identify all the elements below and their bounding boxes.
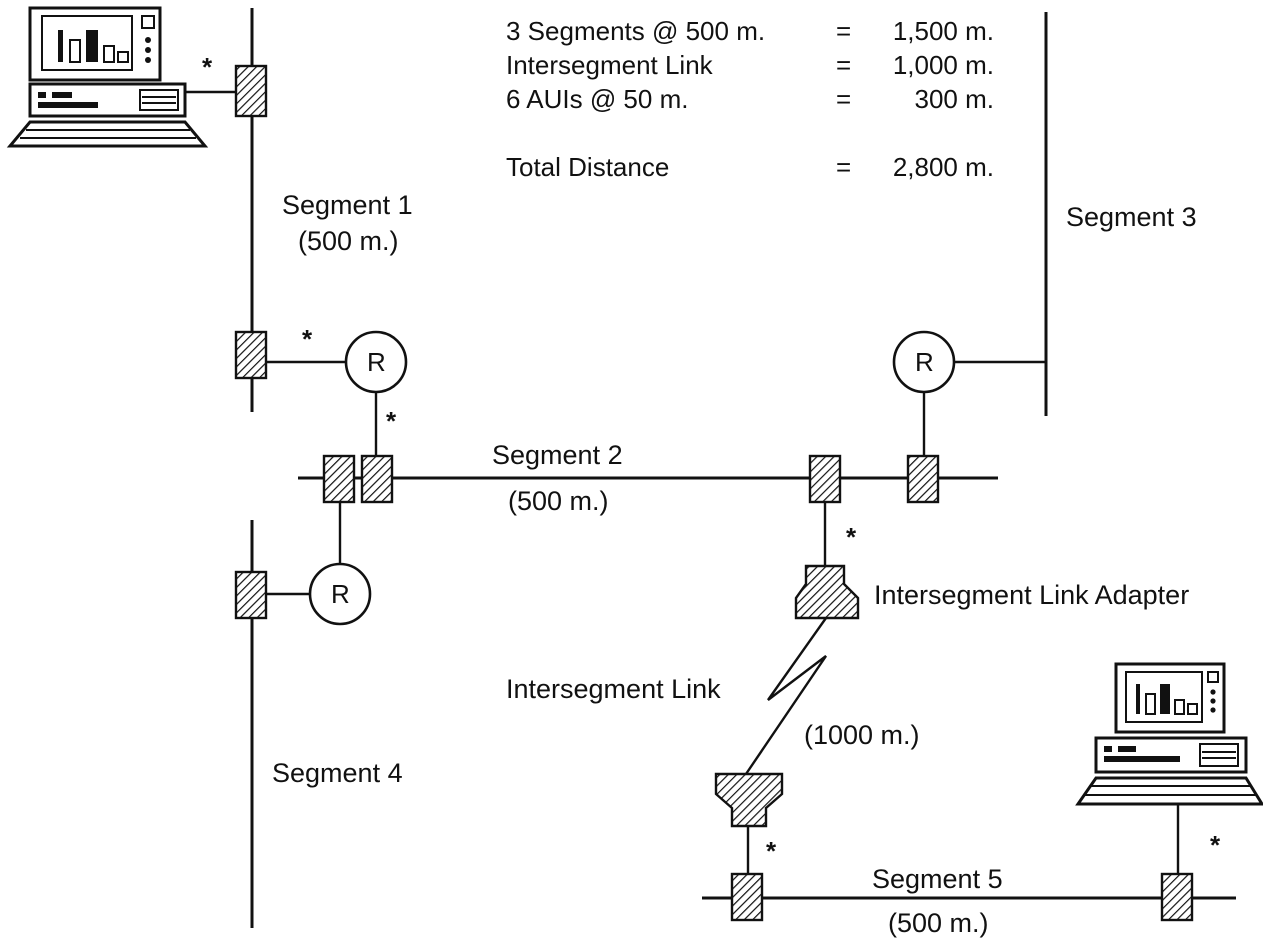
calc-total-label: Total Distance [506,152,669,182]
intersegment-link-label: Intersegment Link [506,674,721,704]
segment-5-label: Segment 5 [872,864,1003,894]
calc-row-value: 1,000 m. [893,50,994,80]
link-adapter-label: Intersegment Link Adapter [874,580,1189,610]
intersegment-link-line [745,617,827,775]
calc-row-value: 300 m. [915,84,995,114]
transceiver-icon [234,330,268,380]
intersegment-link-length: (1000 m.) [804,720,920,750]
calc-row-label: Intersegment Link [506,50,714,80]
repeater-label: R [915,347,934,377]
calc-row-eq: = [836,50,851,80]
aui-marker: * [766,836,777,866]
computer-icon [6,6,209,148]
aui-marker: * [302,324,313,354]
segment-1-length: (500 m.) [298,226,399,256]
segment-2-label: Segment 2 [492,440,623,470]
aui-marker: * [386,406,397,436]
segment-1-label: Segment 1 [282,190,413,220]
aui-marker: * [846,522,857,552]
transceiver-icon [1160,872,1194,922]
transceiver-icon [906,454,940,504]
link-adapter-icon [714,772,784,828]
calc-row-eq: = [836,84,851,114]
repeater-icon: R [344,330,408,394]
link-adapter-icon [794,564,860,620]
transceiver-icon [730,872,764,922]
calc-row-eq: = [836,16,851,46]
repeater-icon: R [308,562,372,626]
aui-marker: * [1210,830,1221,860]
aui-marker: * [202,52,213,82]
segment-5-length: (500 m.) [888,908,989,938]
segment-2-length: (500 m.) [508,486,609,516]
repeater-label: R [331,579,350,609]
computer-icon [1075,662,1263,806]
calc-total-eq: = [836,152,851,182]
transceiver-icon [322,454,356,504]
distance-calculation: 3 Segments @ 500 m. = 1,500 m. Intersegm… [506,16,994,182]
calc-row-label: 3 Segments @ 500 m. [506,16,765,46]
segment-3-label: Segment 3 [1066,202,1197,232]
transceiver-icon [234,64,268,118]
calc-row-value: 1,500 m. [893,16,994,46]
calc-row-label: 6 AUIs @ 50 m. [506,84,688,114]
repeater-icon: R [892,330,956,394]
segment-4-label: Segment 4 [272,758,403,788]
transceiver-icon [234,570,268,620]
transceiver-icon [360,454,394,504]
repeater-label: R [367,347,386,377]
transceiver-icon [808,454,842,504]
calc-total-value: 2,800 m. [893,152,994,182]
